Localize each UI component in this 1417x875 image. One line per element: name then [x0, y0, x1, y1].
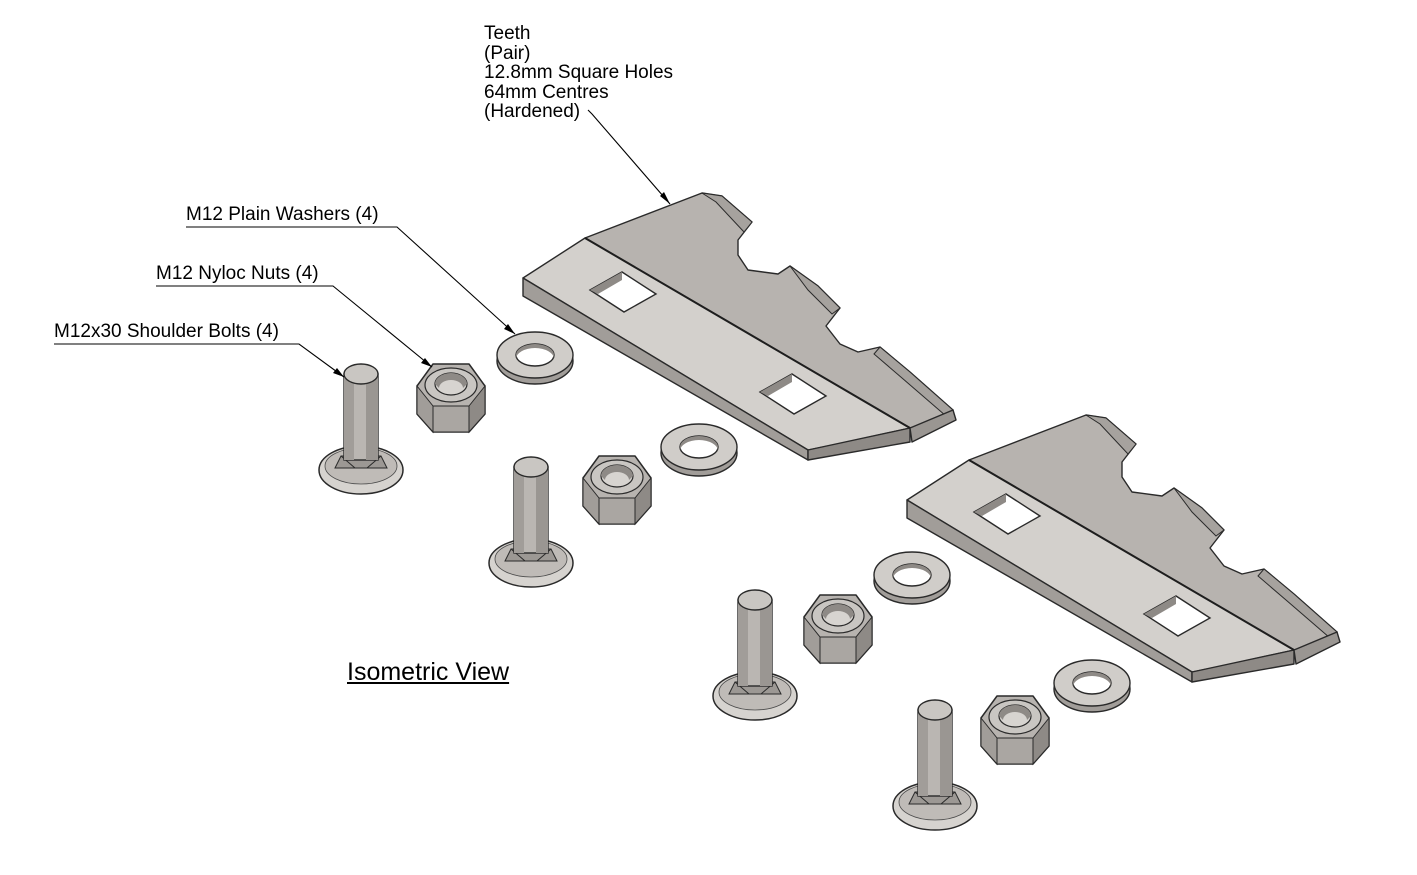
teeth-callout-line: 12.8mm Square Holes [484, 62, 674, 83]
shoulder-bolt-1 [318, 363, 404, 495]
leader-lines [54, 109, 671, 378]
teeth-callout-line: (Hardened) [484, 101, 581, 122]
plain-washer-2 [660, 423, 738, 477]
washers-leader [186, 226, 516, 335]
tooth-plate-2 [906, 414, 1341, 683]
leader-arrowheads [333, 192, 670, 377]
shoulder-bolt-3 [712, 589, 798, 721]
nyloc-nut-3 [803, 594, 873, 664]
teeth-callout-line: Teeth [484, 23, 531, 44]
washers-callout: M12 Plain Washers (4) [186, 204, 379, 225]
shoulder-bolt-2 [488, 456, 574, 588]
plain-washer-4 [1053, 659, 1131, 713]
plain-washer-1 [496, 331, 574, 385]
nyloc-nut-2 [582, 455, 652, 525]
bolts-callout: M12x30 Shoulder Bolts (4) [54, 321, 279, 342]
tooth-plate-1 [522, 192, 957, 461]
shoulder-bolt-4 [892, 699, 978, 831]
teeth-callout: Teeth (Pair) 12.8mm Square Holes 64mm Ce… [484, 24, 673, 122]
nyloc-nut-1 [416, 363, 486, 433]
teeth-callout-line: 64mm Centres [484, 81, 609, 103]
nyloc-nut-4 [980, 695, 1050, 765]
nuts-callout: M12 Nyloc Nuts (4) [156, 263, 319, 284]
view-title: Isometric View [347, 658, 510, 686]
nuts-leader [156, 285, 433, 368]
teeth-callout-line: (Pair) [484, 42, 531, 64]
plain-washer-3 [873, 551, 951, 605]
bolts-leader [54, 343, 345, 378]
teeth-leader [587, 109, 671, 205]
